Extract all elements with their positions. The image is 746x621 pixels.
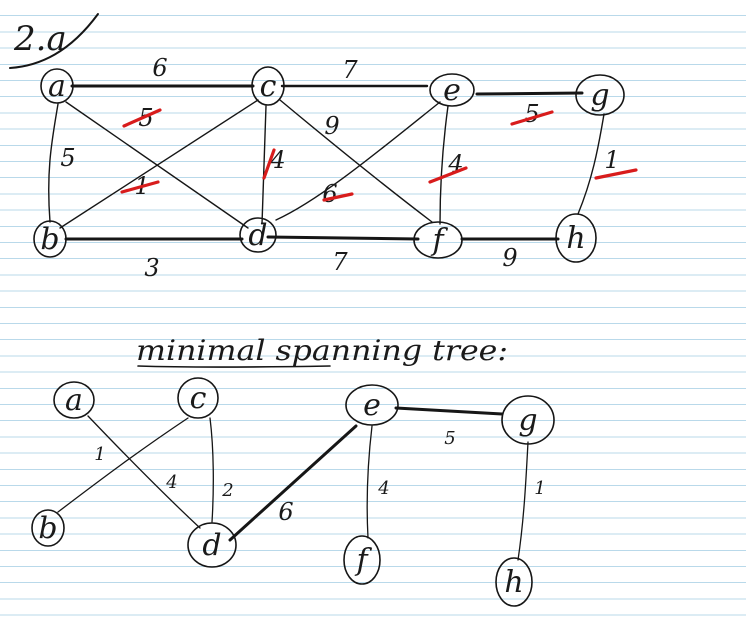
- edge-e-f: [439, 105, 449, 225]
- edge-g-h: [577, 113, 605, 215]
- edge-e-g: [475, 91, 584, 96]
- mst-heading: minimal spanning tree:: [136, 334, 508, 367]
- mst-nodes: a c e g b d f: [31, 377, 555, 607]
- mst-node-f: f: [343, 535, 381, 585]
- mst-weight-d-e: 6: [278, 498, 293, 526]
- node-g: g: [575, 74, 625, 116]
- node-f-label: f: [430, 223, 448, 258]
- mst-weight-e-f: 4: [377, 478, 389, 499]
- crossout-mark: [120, 180, 160, 194]
- crossout-mark: [428, 166, 468, 184]
- crossout-mark: [262, 148, 276, 180]
- node-c: c: [251, 66, 285, 106]
- weight-g-h: 1: [604, 146, 619, 174]
- mst-node-g: g: [501, 395, 555, 445]
- mst-node-h-label: h: [504, 565, 523, 600]
- weight-c-e: 7: [342, 56, 358, 84]
- weight-c-f: 9: [324, 112, 339, 140]
- node-d: d: [239, 217, 277, 253]
- crossout-mark: [510, 110, 554, 126]
- mst-weight-c-b: 1: [94, 444, 105, 465]
- mst-edges: [57, 406, 529, 561]
- mst-weight-g-h: 1: [534, 478, 545, 499]
- mst-edge-d-e: [228, 424, 358, 542]
- title-underline: [9, 13, 99, 69]
- mst-edge-e-f: [366, 425, 373, 539]
- edge-c-d: [261, 105, 267, 225]
- edge-a-b: [48, 103, 59, 223]
- weight-f-h: 9: [502, 244, 517, 272]
- mst-node-a-label: a: [65, 383, 83, 418]
- edge-c-b: [59, 99, 259, 229]
- mst-node-f-label: f: [354, 543, 372, 578]
- mst-edge-e-g: [394, 406, 504, 416]
- mst-edge-c-d: [209, 417, 214, 523]
- mst-node-d: d: [187, 522, 237, 568]
- edge-c-f: [279, 99, 433, 223]
- weight-b-d: 3: [144, 254, 159, 282]
- mst-node-b: b: [31, 509, 65, 547]
- mst-node-h: h: [495, 557, 533, 607]
- mst-node-g-label: g: [518, 403, 537, 438]
- node-h-label: h: [566, 221, 585, 256]
- node-b: b: [33, 220, 67, 258]
- weight-a-b: 5: [60, 144, 75, 172]
- mst-weights: 1 4 2 6 5 4 1: [94, 428, 545, 526]
- weight-a-d: 5: [138, 104, 153, 132]
- node-f: f: [413, 221, 463, 259]
- node-g-label: g: [590, 78, 609, 113]
- node-a-label: a: [48, 69, 66, 104]
- graph-weights: 6 7 5 5 3 7 9 5 1 4 9 6 4 1: [60, 54, 619, 282]
- node-e-label: e: [443, 73, 461, 108]
- mst-edge-c-b: [57, 417, 189, 513]
- graph-nodes: a c e g b d f: [33, 66, 625, 263]
- weight-d-f: 7: [332, 248, 348, 276]
- crossout-marks: [120, 108, 638, 202]
- node-e: e: [429, 73, 475, 108]
- node-c-label: c: [260, 69, 277, 104]
- edge-e-d: [275, 101, 441, 221]
- mst-node-d-label: d: [202, 528, 221, 563]
- crossout-mark: [594, 168, 638, 180]
- mst-edge-g-h: [517, 441, 529, 561]
- mst-edge-a-d: [87, 415, 201, 529]
- mst-node-e-label: e: [363, 388, 381, 423]
- weight-e-d: 6: [322, 180, 337, 208]
- weight-e-g: 5: [524, 100, 539, 128]
- weight-a-c: 6: [152, 54, 167, 82]
- mst-weight-a-d: 4: [165, 472, 177, 493]
- mst-node-c: c: [177, 377, 219, 419]
- node-a: a: [40, 68, 74, 104]
- node-d-label: d: [248, 218, 267, 253]
- edge-d-f: [266, 235, 420, 241]
- crossout-mark: [122, 108, 162, 128]
- node-b-label: b: [40, 222, 59, 257]
- mst-node-a: a: [53, 381, 95, 419]
- graph-edges: [48, 84, 605, 241]
- mst-weight-c-d: 2: [221, 480, 233, 501]
- mst-node-b-label: b: [38, 511, 57, 546]
- mst-weight-e-g: 5: [444, 428, 455, 449]
- mst-node-c-label: c: [190, 381, 207, 416]
- crossout-mark: [322, 192, 354, 202]
- node-h: h: [555, 213, 597, 263]
- mst-node-e: e: [345, 384, 399, 426]
- mst-heading-underline: [137, 365, 331, 368]
